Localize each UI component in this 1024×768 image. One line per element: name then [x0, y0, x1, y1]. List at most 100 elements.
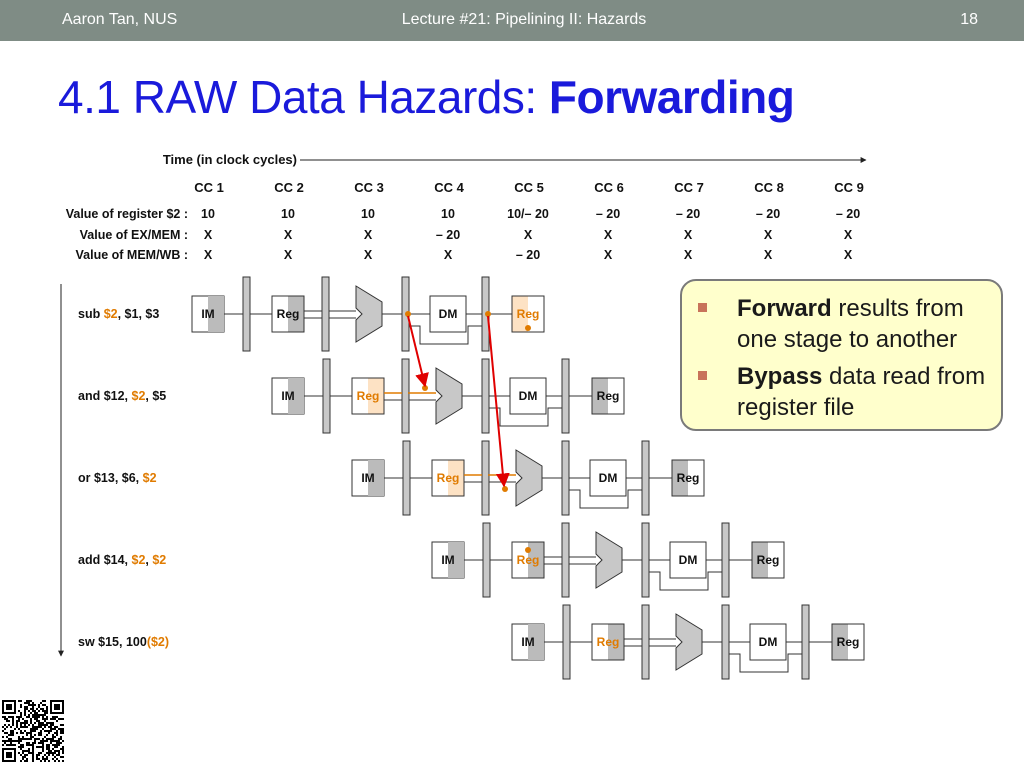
qr-module	[60, 718, 62, 720]
qr-module	[38, 722, 40, 724]
qr-module	[34, 734, 36, 736]
qr-module	[56, 726, 58, 728]
qr-module	[52, 718, 54, 720]
qr-module	[44, 754, 46, 756]
qr-module	[42, 704, 44, 706]
qr-module	[18, 728, 20, 730]
pipeline-row: or $13, $6, $2	[78, 440, 705, 516]
qr-module	[26, 750, 28, 752]
qr-module	[32, 724, 34, 726]
qr-module	[32, 704, 34, 706]
alu	[435, 367, 463, 425]
forward-dot	[485, 311, 491, 317]
qr-module	[2, 744, 4, 746]
qr-module	[26, 738, 28, 740]
value-row-label: Value of EX/MEM :	[80, 228, 188, 242]
qr-module	[22, 736, 24, 738]
qr-module	[28, 752, 30, 754]
qr-module	[60, 742, 62, 744]
qr-module	[50, 718, 52, 720]
qr-module	[16, 716, 18, 718]
qr-module	[36, 758, 38, 760]
reg-label: Reg	[437, 471, 460, 485]
qr-module	[36, 708, 38, 710]
qr-module	[60, 724, 62, 726]
qr-module	[60, 728, 62, 730]
pipeline-row: sub $2, $1, $3	[78, 276, 545, 352]
qr-module	[44, 740, 46, 742]
qr-module	[38, 732, 40, 734]
qr-module	[38, 716, 40, 718]
qr-module	[58, 742, 60, 744]
qr-module	[52, 748, 54, 750]
qr-module	[44, 712, 46, 714]
qr-module	[18, 752, 20, 754]
pipeline-register	[401, 358, 410, 434]
qr-module	[12, 740, 14, 742]
qr-module	[32, 706, 34, 708]
alu	[355, 285, 383, 343]
pipeline-register	[481, 440, 490, 516]
qr-module	[20, 746, 22, 748]
qr-module	[36, 720, 38, 722]
pipeline-register	[561, 522, 570, 598]
qr-module	[24, 714, 26, 716]
qr-module	[46, 722, 48, 724]
qr-module	[34, 742, 36, 744]
qr-module	[32, 708, 34, 710]
qr-module	[4, 716, 6, 718]
qr-module	[28, 714, 30, 716]
qr-module	[54, 746, 56, 748]
qr-module	[24, 750, 26, 752]
forwarding-arrow-mem-wb	[487, 315, 510, 488]
value-cell: – 20	[756, 207, 780, 221]
qr-module	[46, 734, 48, 736]
qr-module	[20, 706, 22, 708]
qr-module	[50, 722, 52, 724]
qr-module	[24, 730, 26, 732]
qr-module	[44, 710, 46, 712]
reg-border	[271, 295, 305, 333]
reg-write-half	[592, 378, 608, 414]
bullet-square-icon	[698, 371, 707, 380]
qr-module	[30, 734, 32, 736]
qr-module	[30, 732, 32, 734]
qr-module	[40, 742, 42, 744]
value-cell: X	[524, 228, 533, 242]
qr-module	[2, 726, 4, 728]
qr-module	[6, 744, 8, 746]
qr-module	[36, 746, 38, 748]
qr-module	[54, 736, 56, 738]
qr-module	[20, 738, 22, 740]
pipeline-row: add $14, $2, $2	[78, 522, 785, 598]
qr-module	[32, 744, 34, 746]
qr-module	[48, 752, 50, 754]
clock-cycle-label: CC 1	[194, 180, 224, 195]
data-memory	[429, 295, 467, 333]
reg-read-half	[608, 624, 624, 660]
qr-module	[38, 754, 40, 756]
qr-module	[30, 728, 32, 730]
qr-module	[40, 740, 42, 742]
value-cell: 10	[441, 207, 455, 221]
qr-module	[42, 748, 44, 750]
reg-read-half	[288, 296, 304, 332]
qr-module	[42, 742, 44, 744]
qr-module	[46, 744, 48, 746]
qr-module	[54, 728, 56, 730]
dm-label: DM	[599, 471, 618, 485]
value-cell: X	[764, 228, 773, 242]
clock-cycle-label: CC 8	[754, 180, 784, 195]
qr-module	[52, 728, 54, 730]
qr-module	[56, 758, 58, 760]
qr-module	[20, 714, 22, 716]
clock-cycle-label: CC 7	[674, 180, 704, 195]
qr-module	[42, 708, 44, 710]
qr-module	[46, 752, 48, 754]
alu	[515, 449, 543, 507]
qr-module	[52, 758, 54, 760]
qr-module	[20, 724, 22, 726]
qr-module	[20, 722, 22, 724]
callout-text: data read from register file	[737, 363, 986, 421]
qr-module	[10, 742, 12, 744]
